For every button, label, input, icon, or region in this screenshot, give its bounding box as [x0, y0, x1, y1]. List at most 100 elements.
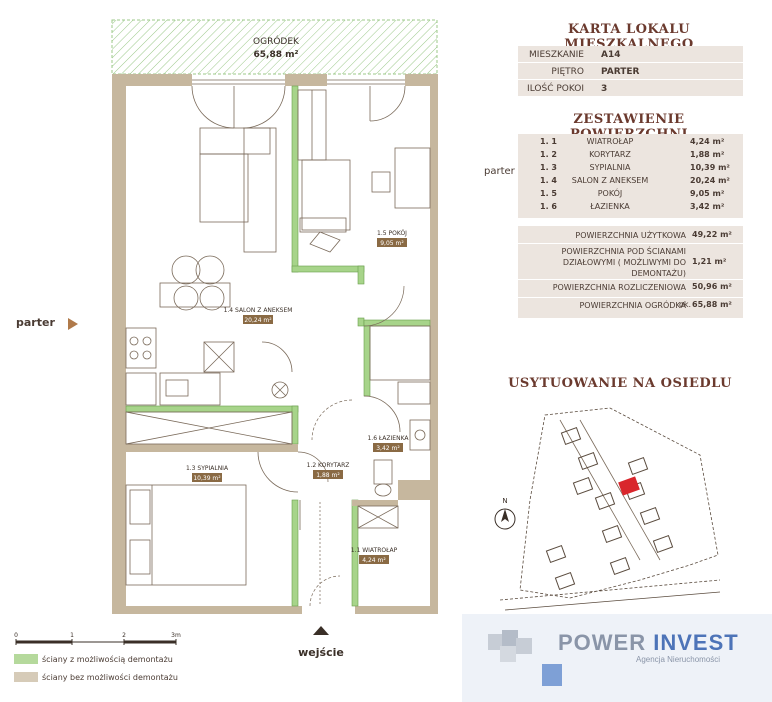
- room-name-1-5: 1.5 POKÓJ: [377, 230, 407, 237]
- site-building: [609, 556, 631, 576]
- legend-removable-label: ściany z możliwością demontażu: [42, 655, 173, 664]
- area-value: 3,42 m²: [690, 202, 725, 211]
- scale-tick-label: 3m: [171, 632, 181, 639]
- total-prefix: ok.: [679, 300, 692, 309]
- removable-walls: [125, 85, 431, 607]
- area-number: 1. 5: [540, 189, 557, 198]
- room-name-1-6: 1.6 ŁAZIENKA: [367, 435, 409, 442]
- info-value-1: A14: [601, 50, 621, 60]
- room-area-badge: [373, 443, 403, 452]
- areas-table: [518, 134, 743, 218]
- room-name-1-3: 1.3 SYPIALNIA: [186, 465, 229, 472]
- entrance-label: wejście: [298, 646, 344, 659]
- area-name: KORYTARZ: [589, 150, 631, 159]
- info-key-1: MIESZKANIE: [529, 50, 584, 60]
- garden-area: [111, 19, 438, 75]
- scale-tick-label: 2: [122, 632, 126, 639]
- total-label: POWIERZCHNIA UŻYTKOWA: [575, 231, 686, 240]
- bedroom-furniture: [125, 451, 301, 586]
- side-label-left: parter: [16, 316, 55, 329]
- area-number: 1. 4: [540, 176, 557, 185]
- highlighted-unit: [618, 476, 640, 496]
- room-area-1-3: 10,39 m²: [193, 475, 221, 482]
- total-label: POWIERZCHNIA ROZLICZENIOWA: [552, 283, 686, 292]
- site-building: [577, 451, 599, 471]
- room-area-1-6: 3,42 m²: [376, 445, 400, 452]
- side-label-right: parter: [484, 166, 515, 177]
- info-key-2: PIĘTRO: [551, 67, 584, 77]
- site-building: [639, 506, 661, 526]
- room-area-badge: [313, 470, 343, 479]
- pantry: [125, 411, 293, 445]
- scale-ticks: 0 1 2 3m: [14, 632, 181, 645]
- entrance-arrow-icon: [313, 626, 329, 635]
- total-label: POWIERZCHNIA OGRÓDKA: [579, 301, 686, 310]
- parter-arrow-icon: [68, 318, 78, 330]
- area-number: 1. 3: [540, 163, 557, 172]
- bathroom-furniture: [357, 325, 431, 529]
- info-value-2: PARTER: [601, 67, 640, 77]
- site-building: [627, 456, 649, 476]
- compass-icon: [494, 508, 516, 530]
- room-area-badge: [243, 315, 273, 324]
- legend-swatch-fixed: [14, 672, 38, 682]
- site-title: USYTUOWANIE NA OSIEDLU: [508, 376, 732, 391]
- total-separator: [518, 297, 743, 298]
- site-map: [499, 407, 721, 611]
- area-value: 1,88 m²: [690, 150, 725, 159]
- total-separator: [518, 279, 743, 280]
- room-area-1-4: 20,24 m²: [244, 317, 272, 324]
- total-separator: [518, 243, 743, 244]
- totals-table: [518, 226, 743, 318]
- logo-name: POWER INVEST: [558, 630, 739, 656]
- room-1-5-furniture: [297, 89, 431, 253]
- total-value: 50,96 m²: [692, 282, 732, 291]
- room-name-1-1: 1.1 WIATROŁAP: [351, 547, 398, 554]
- room-area-1-5: 9,05 m²: [380, 240, 404, 247]
- room-area-badge: [359, 555, 389, 564]
- site-building: [601, 524, 623, 544]
- area-name: ŁAZIENKA: [590, 202, 630, 211]
- site-building: [554, 571, 576, 591]
- logo-name-2: INVEST: [653, 630, 739, 655]
- area-value: 20,24 m²: [690, 176, 730, 185]
- area-value: 4,24 m²: [690, 137, 725, 146]
- area-value: 10,39 m²: [690, 163, 730, 172]
- legend-swatch-removable: [14, 654, 38, 664]
- room-area-badge: [192, 473, 222, 482]
- area-number: 1. 6: [540, 202, 557, 211]
- logo-icon: [488, 630, 562, 686]
- room-area-1-1: 4,24 m²: [362, 557, 386, 564]
- area-name: SALON Z ANEKSEM: [571, 176, 649, 185]
- logo-name-1: POWER: [558, 630, 647, 655]
- room-name-1-4: 1.4 SALON Z ANEKSEM: [224, 307, 293, 314]
- living-furniture: [125, 127, 293, 406]
- area-name: POKÓJ: [597, 189, 623, 198]
- legend-fixed-label: ściany bez możliwości demontażu: [42, 673, 178, 682]
- site-buildings: [545, 426, 674, 591]
- scale-tick-label: 1: [70, 632, 74, 639]
- outer-walls: [112, 74, 438, 614]
- area-number: 1. 2: [540, 150, 557, 159]
- scale-tick-label: 0: [14, 632, 18, 639]
- windows: [191, 79, 406, 129]
- site-building: [652, 534, 674, 554]
- site-building: [560, 426, 582, 446]
- room-area-1-2: 1,88 m²: [316, 472, 340, 479]
- garden-label: OGRÓDEK: [253, 35, 300, 47]
- total-value: 1,21 m²: [692, 257, 727, 266]
- info-table: MIESZKANIE A14 PIĘTRO PARTER ILOŚĆ POKOI…: [518, 46, 743, 96]
- site-building: [572, 476, 594, 496]
- total-value: 49,22 m²: [692, 230, 732, 239]
- total-label: POWIERZCHNIA POD ŚCIANAMI DZIAŁOWYMI ( M…: [561, 247, 686, 278]
- area-number: 1. 1: [540, 137, 557, 146]
- room-area-badge: [377, 238, 407, 247]
- area-name: SYPIALNIA: [589, 163, 631, 172]
- total-value: 65,88 m²: [692, 300, 732, 309]
- logo-subtitle: Agencja Nieruchomości: [636, 655, 721, 664]
- garden-area-label: 65,88 m²: [254, 50, 299, 60]
- compass-label: N: [502, 497, 507, 505]
- info-key-3: ILOŚĆ POKOI: [527, 84, 584, 94]
- info-value-3: 3: [601, 84, 608, 94]
